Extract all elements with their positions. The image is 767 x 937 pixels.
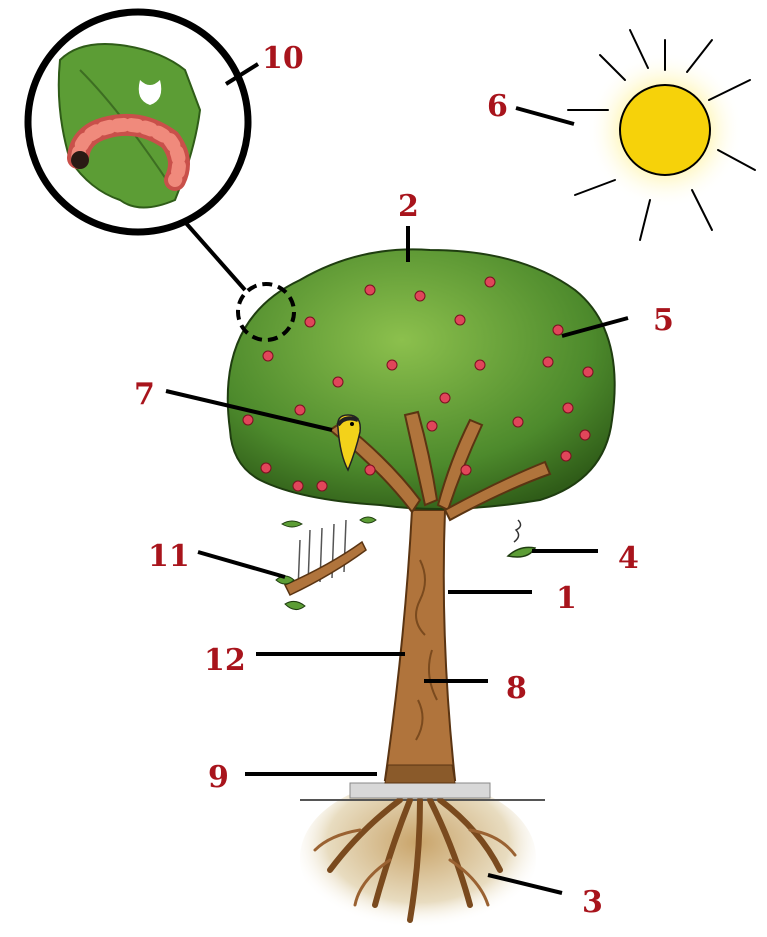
label-9: 9 (208, 760, 229, 795)
sun (568, 30, 755, 240)
magnifier-icon (20, 10, 260, 290)
fallen-branch (276, 517, 376, 610)
label-2: 2 (398, 189, 419, 224)
falling-leaf (508, 520, 535, 557)
sun-disc (620, 85, 710, 175)
leader-6 (516, 108, 574, 124)
label-8: 8 (506, 671, 527, 706)
label-6: 6 (487, 89, 508, 124)
roots (300, 780, 545, 936)
trunk-base-collar (350, 783, 490, 798)
label-5: 5 (653, 303, 674, 338)
label-11: 11 (148, 539, 190, 574)
magnifier-handle (185, 222, 245, 290)
label-1: 1 (556, 581, 577, 616)
label-10: 10 (262, 41, 304, 76)
label-7: 7 (134, 377, 155, 412)
label-4: 4 (618, 541, 639, 576)
leader-11 (198, 552, 285, 577)
label-3: 3 (582, 885, 603, 920)
label-12: 12 (204, 643, 246, 678)
